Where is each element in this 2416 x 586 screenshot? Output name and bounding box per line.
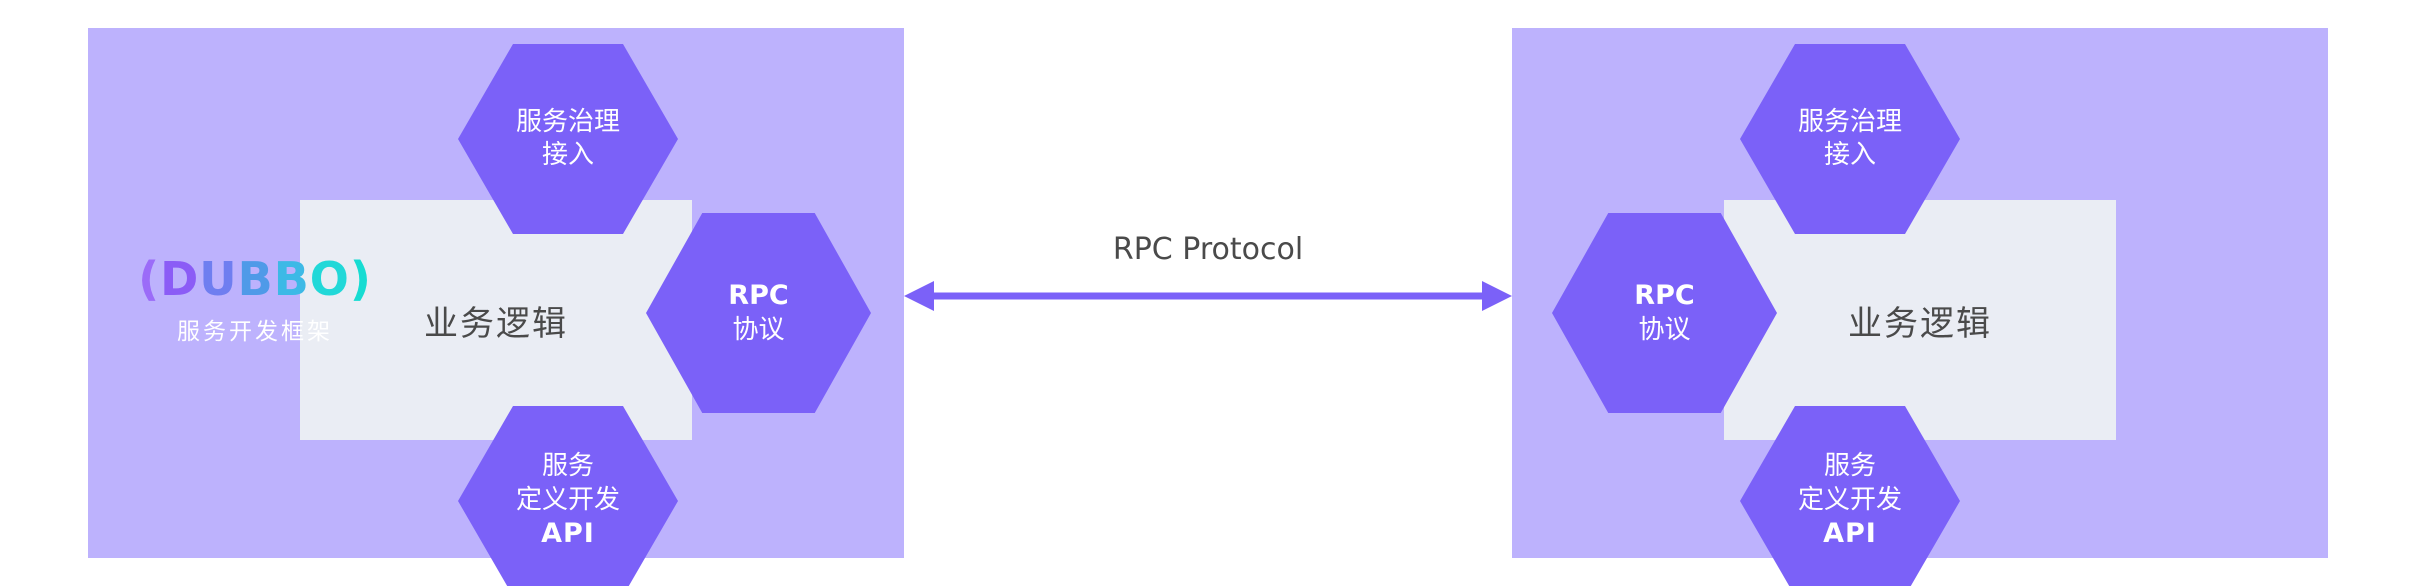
business-logic-box-left: 业务逻辑 xyxy=(300,200,692,440)
hexagon-line-2: 协议 xyxy=(732,314,785,345)
dubbo-letter-d: D xyxy=(160,252,200,306)
hexagon-line-1: 服务 xyxy=(1823,451,1876,482)
dubbo-letter-o: O xyxy=(309,252,350,306)
business-logic-label: 业务逻辑 xyxy=(1848,303,1992,344)
dubbo-bracket-close-icon: ) xyxy=(349,252,372,306)
business-logic-label: 业务逻辑 xyxy=(424,303,568,344)
hexagon-line-2: 定义开发 xyxy=(515,484,620,515)
service-panel-right: 业务逻辑 服务治理 接入 RPC 协议 服务 定义开发 API (DUBBO) … xyxy=(1512,28,2328,586)
hexagon-line-2: 定义开发 xyxy=(1797,484,1902,515)
hexagon-line-3: API xyxy=(1823,517,1877,549)
hexagon-line-2: 接入 xyxy=(541,140,594,170)
hexagon-line-3: API xyxy=(541,517,595,549)
rpc-protocol-label: RPC Protocol xyxy=(1112,232,1304,267)
hexagon-line-1: RPC xyxy=(1634,280,1695,312)
business-logic-box-right: 业务逻辑 xyxy=(1724,200,2116,440)
hexagon-line-2: 接入 xyxy=(1823,140,1876,170)
rpc-protocol-arrow-icon xyxy=(904,281,1512,311)
dubbo-subtitle: 服务开发框架 xyxy=(177,319,333,345)
hexagon-line-1: RPC xyxy=(728,280,789,312)
dubbo-letter-b1: B xyxy=(237,252,274,306)
dubbo-letter-b2: B xyxy=(273,252,310,306)
dubbo-letter-u: U xyxy=(199,252,238,306)
hexagon-line-2: 协议 xyxy=(1638,314,1691,345)
hexagon-line-1: 服务治理 xyxy=(515,106,620,137)
dubbo-bracket-open-icon: ( xyxy=(138,252,161,306)
hexagon-line-1: 服务 xyxy=(541,451,594,482)
hexagon-line-1: 服务治理 xyxy=(1797,106,1902,137)
